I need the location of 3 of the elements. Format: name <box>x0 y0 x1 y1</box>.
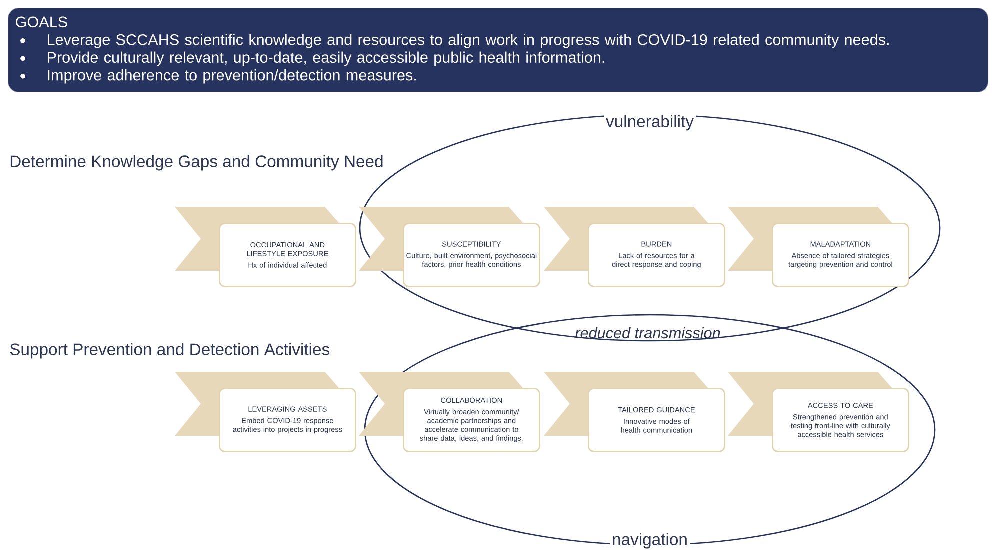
transmission-label: reduced transmission <box>575 327 720 339</box>
section-heading: Support Prevention and Detection Activities <box>10 343 330 359</box>
goals-box: GOALS Leverage SCCAHS scientific knowledge and resources to align work in progress with COVID-19 related community needs. Provide culturally relevant, up-to-date, easily accessible public health information. Improve adherence to prevention/detection measures. <box>8 8 989 93</box>
